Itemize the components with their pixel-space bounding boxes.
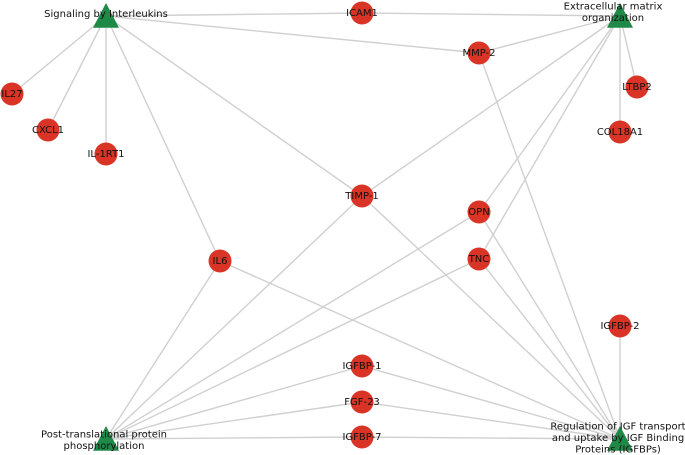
- node-label: Extracellular matrix: [564, 1, 663, 12]
- node-tnc[interactable]: TNC: [467, 247, 491, 271]
- node-label: CXCL1: [32, 125, 64, 136]
- edge-layer: [11, 12, 638, 440]
- node-opn[interactable]: OPN: [467, 200, 491, 224]
- node-il27[interactable]: IL27: [0, 82, 24, 106]
- edge-ecm-tnc: [478, 15, 621, 260]
- gene-circle-icon: [36, 118, 60, 142]
- node-sig[interactable]: Signaling by Interleukins: [44, 3, 168, 28]
- gene-circle-icon: [208, 249, 232, 273]
- node-icam1[interactable]: ICAM1: [346, 1, 378, 25]
- edge-igfbp1-reg: [361, 365, 621, 440]
- pathway-triangle-icon: [607, 3, 633, 28]
- node-label: IGFBP-2: [600, 321, 639, 332]
- edge-mmp2-reg: [478, 52, 621, 440]
- node-label: COL18A1: [597, 127, 643, 138]
- node-label: IL6: [213, 256, 228, 267]
- edge-ptp-il6: [105, 260, 221, 440]
- node-il1rt1[interactable]: IL-1RT1: [87, 142, 125, 166]
- edge-igfbp7-reg: [361, 436, 621, 440]
- gene-circle-icon: [0, 82, 24, 106]
- node-label: organization: [582, 13, 644, 24]
- node-label: TIMP-1: [344, 191, 378, 202]
- edge-ptp-tnc: [105, 258, 480, 440]
- node-label: Proteins (IGFBPs): [575, 445, 661, 455]
- edge-ptp-igfbp1: [105, 365, 363, 440]
- edge-ptp-opn: [105, 211, 480, 440]
- edge-il6-reg: [219, 260, 621, 440]
- node-cxcl1[interactable]: CXCL1: [32, 118, 64, 142]
- node-label: IL-1RT1: [87, 149, 124, 160]
- edge-ecm-ltbp2: [619, 15, 638, 88]
- edge-icam1-ecm: [361, 12, 621, 17]
- node-label: Signaling by Interleukins: [44, 9, 168, 20]
- node-label: OPN: [468, 207, 489, 218]
- gene-circle-icon: [467, 247, 491, 271]
- gene-circle-icon: [350, 390, 374, 414]
- node-label: phosphorylation: [64, 441, 145, 452]
- edge-ptp-igfbp7: [105, 436, 363, 440]
- edge-sig-timp1: [105, 15, 363, 197]
- edge-timp1-reg: [361, 195, 621, 440]
- node-label: MMP-2: [462, 48, 495, 59]
- gene-circle-icon: [350, 425, 374, 449]
- node-label: TNC: [468, 254, 490, 265]
- gene-circle-icon: [94, 142, 118, 166]
- node-timp1[interactable]: TIMP-1: [344, 184, 379, 208]
- node-mmp2[interactable]: MMP-2: [462, 41, 496, 65]
- edge-sig-cxcl1: [47, 15, 107, 131]
- edge-mmp2-ecm: [478, 15, 621, 54]
- edge-fgf23-reg: [361, 401, 621, 440]
- edge-ptp-timp1: [105, 195, 363, 440]
- gene-circle-icon: [467, 200, 491, 224]
- edge-ptp-fgf23: [105, 401, 363, 440]
- node-label: LTBP2: [622, 82, 652, 93]
- gene-circle-icon: [350, 354, 374, 378]
- node-il6[interactable]: IL6: [208, 249, 232, 273]
- node-label: IGFBP-1: [342, 361, 381, 372]
- node-ltbp2[interactable]: LTBP2: [622, 75, 652, 99]
- node-ptp[interactable]: Post-translational proteinphosphorylatio…: [41, 426, 167, 452]
- pathway-triangle-icon: [93, 3, 119, 28]
- node-label: IL27: [1, 89, 22, 100]
- edge-sig-icam1: [105, 12, 363, 17]
- edge-tnc-reg: [478, 258, 621, 440]
- gene-circle-icon: [467, 41, 491, 65]
- gene-circle-icon: [608, 314, 632, 338]
- gene-circle-icon: [350, 184, 374, 208]
- gene-circle-icon: [625, 75, 649, 99]
- node-label: and uptake by IGF Binding: [552, 433, 684, 444]
- edge-sig-il27: [11, 15, 107, 95]
- edge-opn-reg: [478, 211, 621, 440]
- node-label: IGFBP-7: [342, 432, 381, 443]
- pathway-triangle-icon: [93, 426, 119, 451]
- node-igfbp2[interactable]: IGFBP-2: [600, 314, 640, 338]
- edge-sig-mmp2: [105, 15, 480, 54]
- pathway-triangle-icon: [607, 426, 633, 451]
- node-fgf23[interactable]: FGF-23: [344, 390, 380, 414]
- edge-ecm-opn: [478, 15, 621, 213]
- edge-ecm-timp1: [361, 15, 621, 197]
- gene-circle-icon: [608, 120, 632, 144]
- node-label: ICAM1: [346, 8, 378, 19]
- node-label: Regulation of IGF transport: [550, 422, 685, 433]
- node-label: FGF-23: [344, 397, 380, 408]
- gene-circle-icon: [350, 1, 374, 25]
- edge-sig-il6: [105, 15, 221, 262]
- node-igfbp1[interactable]: IGFBP-1: [342, 354, 382, 378]
- node-label: Post-translational protein: [41, 429, 167, 440]
- node-col18a1[interactable]: COL18A1: [597, 120, 643, 144]
- node-igfbp7[interactable]: IGFBP-7: [342, 425, 382, 449]
